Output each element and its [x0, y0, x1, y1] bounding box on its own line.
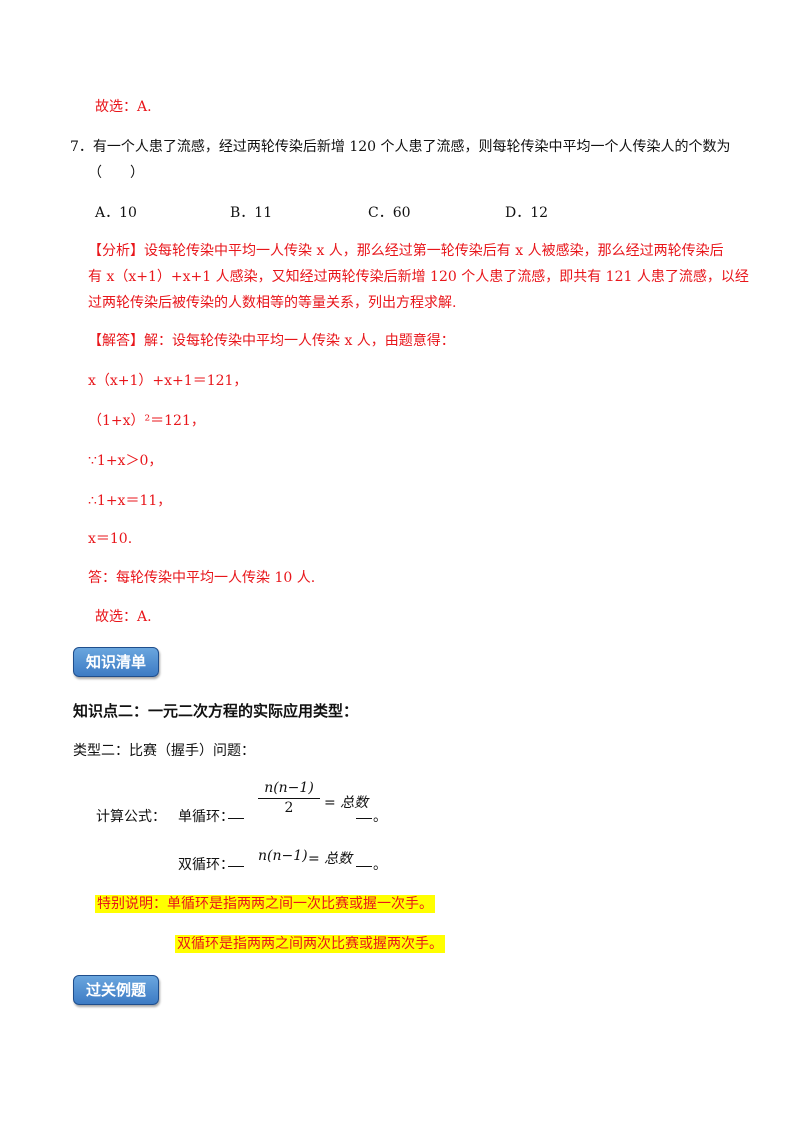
- previous-answer: 故选：A.: [95, 99, 152, 115]
- formula-label: 计算公式：: [96, 809, 166, 825]
- option-c: C．60: [368, 205, 411, 221]
- fraction-bar: [258, 798, 320, 799]
- double-rhs: = 总数: [308, 851, 353, 867]
- double-blank-left: [228, 854, 244, 871]
- option-b: B．11: [230, 205, 273, 221]
- single-rhs: = 总数: [324, 795, 369, 811]
- solution-step-2: （1+x）²＝121，: [88, 413, 205, 429]
- single-end-mark: 。: [373, 809, 387, 825]
- option-a: A．10: [95, 205, 137, 221]
- single-round-label: 单循环：: [178, 809, 234, 825]
- special-note-line1: 特别说明：单循环是指两两之间一次比赛或握一次手。: [95, 895, 435, 913]
- question-text-line1: 7．有一个人患了流感，经过两轮传染后新增 120 个人患了流感，则每轮传染中平均…: [70, 139, 731, 155]
- double-end-mark: 。: [373, 857, 387, 873]
- knowledge-point-title: 知识点二：一元二次方程的实际应用类型：: [73, 702, 359, 720]
- special-note-line2: 双循环是指两两之间两次比赛或握两次手。: [175, 935, 445, 953]
- solution-intro: 【解答】解：设每轮传染中平均一人传染 x 人，由题意得：: [88, 333, 455, 349]
- double-expression: n(n−1): [258, 848, 308, 864]
- analysis-line3: 过两轮传染后被传染的人数相等的等量关系，列出方程求解.: [88, 295, 457, 311]
- analysis-line1: 【分析】设每轮传染中平均一人传染 x 人，那么经过第一轮传染后有 x 人被感染，…: [88, 243, 724, 259]
- solution-answer: 答：每轮传染中平均一人传染 10 人.: [88, 570, 316, 586]
- solution-step-5: x＝10.: [88, 531, 133, 547]
- single-blank-left: [228, 806, 244, 823]
- single-blank-right: [356, 806, 372, 823]
- examples-badge: 过关例题: [73, 975, 159, 1005]
- single-fraction-denominator: 2: [284, 800, 294, 816]
- type-two-heading: 类型二：比赛（握手）问题：: [73, 743, 255, 759]
- single-fraction: n(n−1) 2: [258, 780, 320, 816]
- single-fraction-numerator: n(n−1): [264, 780, 314, 796]
- solution-choice: 故选：A.: [95, 609, 152, 625]
- double-blank-right: [356, 854, 372, 871]
- double-round-label: 双循环：: [178, 857, 234, 873]
- option-d: D．12: [505, 205, 549, 221]
- solution-step-3: ∵1+x＞0，: [88, 453, 163, 469]
- question-text-line2: （ ）: [88, 165, 144, 181]
- knowledge-list-badge: 知识清单: [73, 647, 159, 677]
- solution-step-1: x（x+1）+x+1＝121，: [88, 373, 248, 389]
- analysis-line2: 有 x（x+1）+x+1 人感染，又知经过两轮传染后新增 120 个人患了流感，…: [88, 269, 749, 285]
- solution-step-4: ∴1+x＝11，: [88, 493, 172, 509]
